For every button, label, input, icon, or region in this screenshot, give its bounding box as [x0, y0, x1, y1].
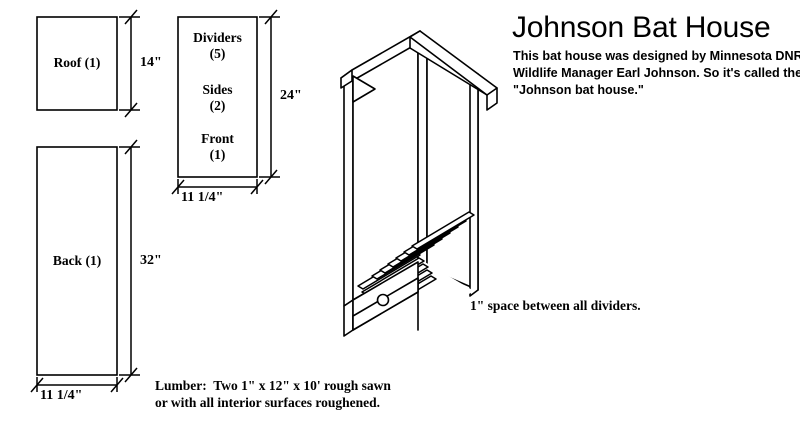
back-panel-label: Back (1)	[52, 253, 102, 268]
front-count: (1)	[209, 147, 226, 162]
sides-label: Sides	[202, 82, 233, 97]
page-title: Johnson Bat House	[512, 11, 771, 44]
dimension-back-width	[30, 377, 124, 393]
dimension-back-height	[119, 139, 140, 383]
iso-right-wall-edge	[469, 73, 479, 297]
description-line-1: This bat house was designed by Minnesota…	[513, 49, 800, 63]
dimension-text-dividers-width: 11 1/4"	[181, 190, 224, 205]
dimension-text-dividers-height: 24"	[280, 88, 302, 103]
iso-roof-left-eave	[340, 69, 353, 89]
dimension-text-roof-height: 14"	[140, 55, 162, 70]
description-line-3: "Johnson bat house."	[513, 83, 644, 97]
dimension-dividers-width	[171, 179, 264, 195]
iso-left-wall-front-edge	[343, 75, 354, 307]
iso-roof-top-face	[409, 30, 498, 96]
note-lumber-line-2: or with all interior surfaces roughened.	[155, 395, 380, 410]
roof-panel-label: Roof (1)	[53, 55, 101, 70]
dividers-label: Dividers	[193, 30, 242, 45]
iso-mounting-hole	[376, 293, 390, 307]
bat-house-isometric	[340, 30, 498, 337]
dimension-text-back-width: 11 1/4"	[40, 388, 83, 403]
iso-back-tail-edge	[343, 299, 354, 337]
sides-count: (2)	[209, 98, 226, 113]
dimension-roof-height	[119, 9, 140, 118]
roof-panel-outline	[36, 16, 118, 111]
iso-left-eave-bracket	[352, 75, 376, 103]
dividers-panel-outline	[177, 16, 258, 178]
note-lumber-line-1: Lumber: Two 1" x 12" x 10' rough sawn	[155, 378, 391, 393]
dividers-count: (5)	[209, 46, 226, 61]
note-divider-spacing: 1" space between all dividers.	[470, 298, 641, 313]
description-line-2: Wildlife Manager Earl Johnson. So it's c…	[513, 66, 800, 80]
back-panel-outline	[36, 146, 118, 376]
dimension-dividers-height	[259, 9, 280, 185]
iso-back-panel-edge	[417, 37, 428, 269]
dimension-text-back-height: 32"	[140, 253, 162, 268]
front-label: Front	[201, 131, 234, 146]
